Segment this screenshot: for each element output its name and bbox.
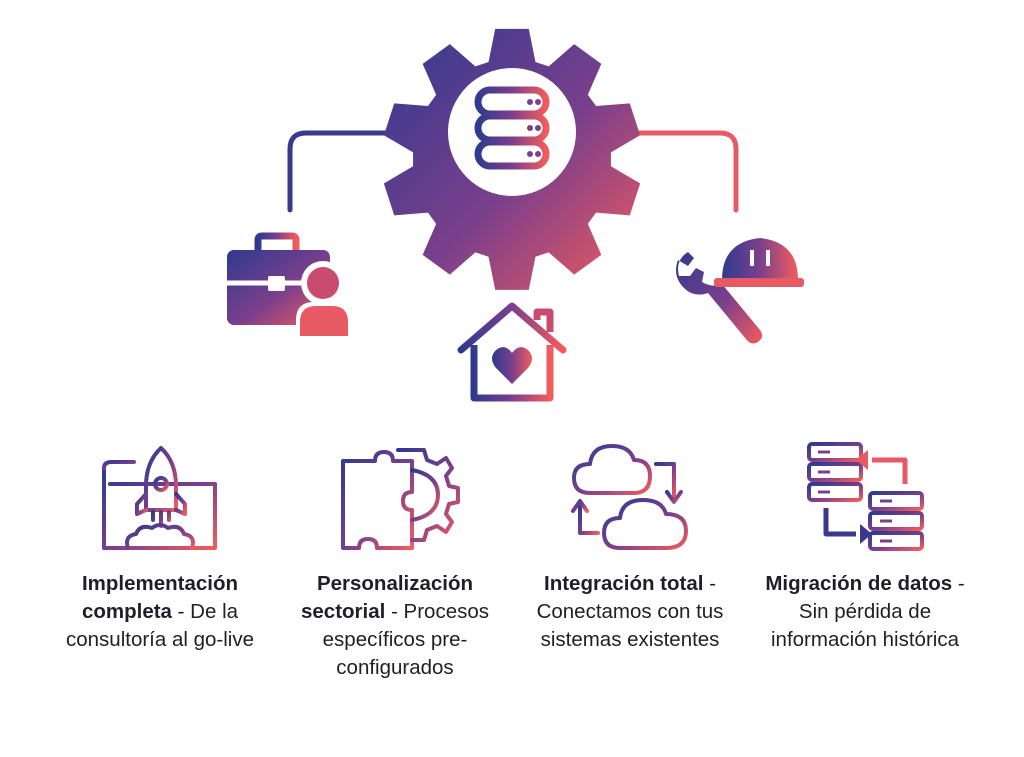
feature-description: - Sin pérdida de información histórica: [771, 572, 965, 651]
feature-description: - Procesos específicos pre-configurados: [322, 600, 489, 679]
cloud-sync-icon: [571, 444, 688, 550]
server-migration-icon: [807, 442, 924, 551]
feature-integracion: Integración total - Conectamos con tus s…: [525, 570, 735, 654]
connector-right: [602, 130, 739, 213]
feature-personalizacion: Personalización sectorial - Procesos esp…: [290, 570, 500, 682]
feature-title: Implementación completa: [81, 572, 239, 623]
rocket-blueprint-icon: [102, 446, 217, 550]
feature-description: - Conectamos con tus sistemas existentes: [536, 572, 724, 651]
feature-implementacion: Implementación completa - De la consulto…: [55, 570, 265, 654]
feature-description: - De la consultoría al go-live: [65, 600, 254, 651]
feature-title: Personalización sectorial: [300, 572, 474, 623]
feature-title: Integración total: [544, 572, 704, 595]
feature-migracion: Migración de datos - Sin pérdida de info…: [760, 570, 970, 654]
feature-title: Migración de datos: [765, 572, 953, 595]
puzzle-gear-icon: [341, 448, 460, 550]
briefcase-user-icon: [227, 232, 352, 336]
house-heart-icon: [457, 302, 567, 402]
wrench-hardhat-icon: [676, 238, 804, 344]
gear-database-icon: [383, 28, 641, 290]
connector-left: [287, 130, 421, 213]
